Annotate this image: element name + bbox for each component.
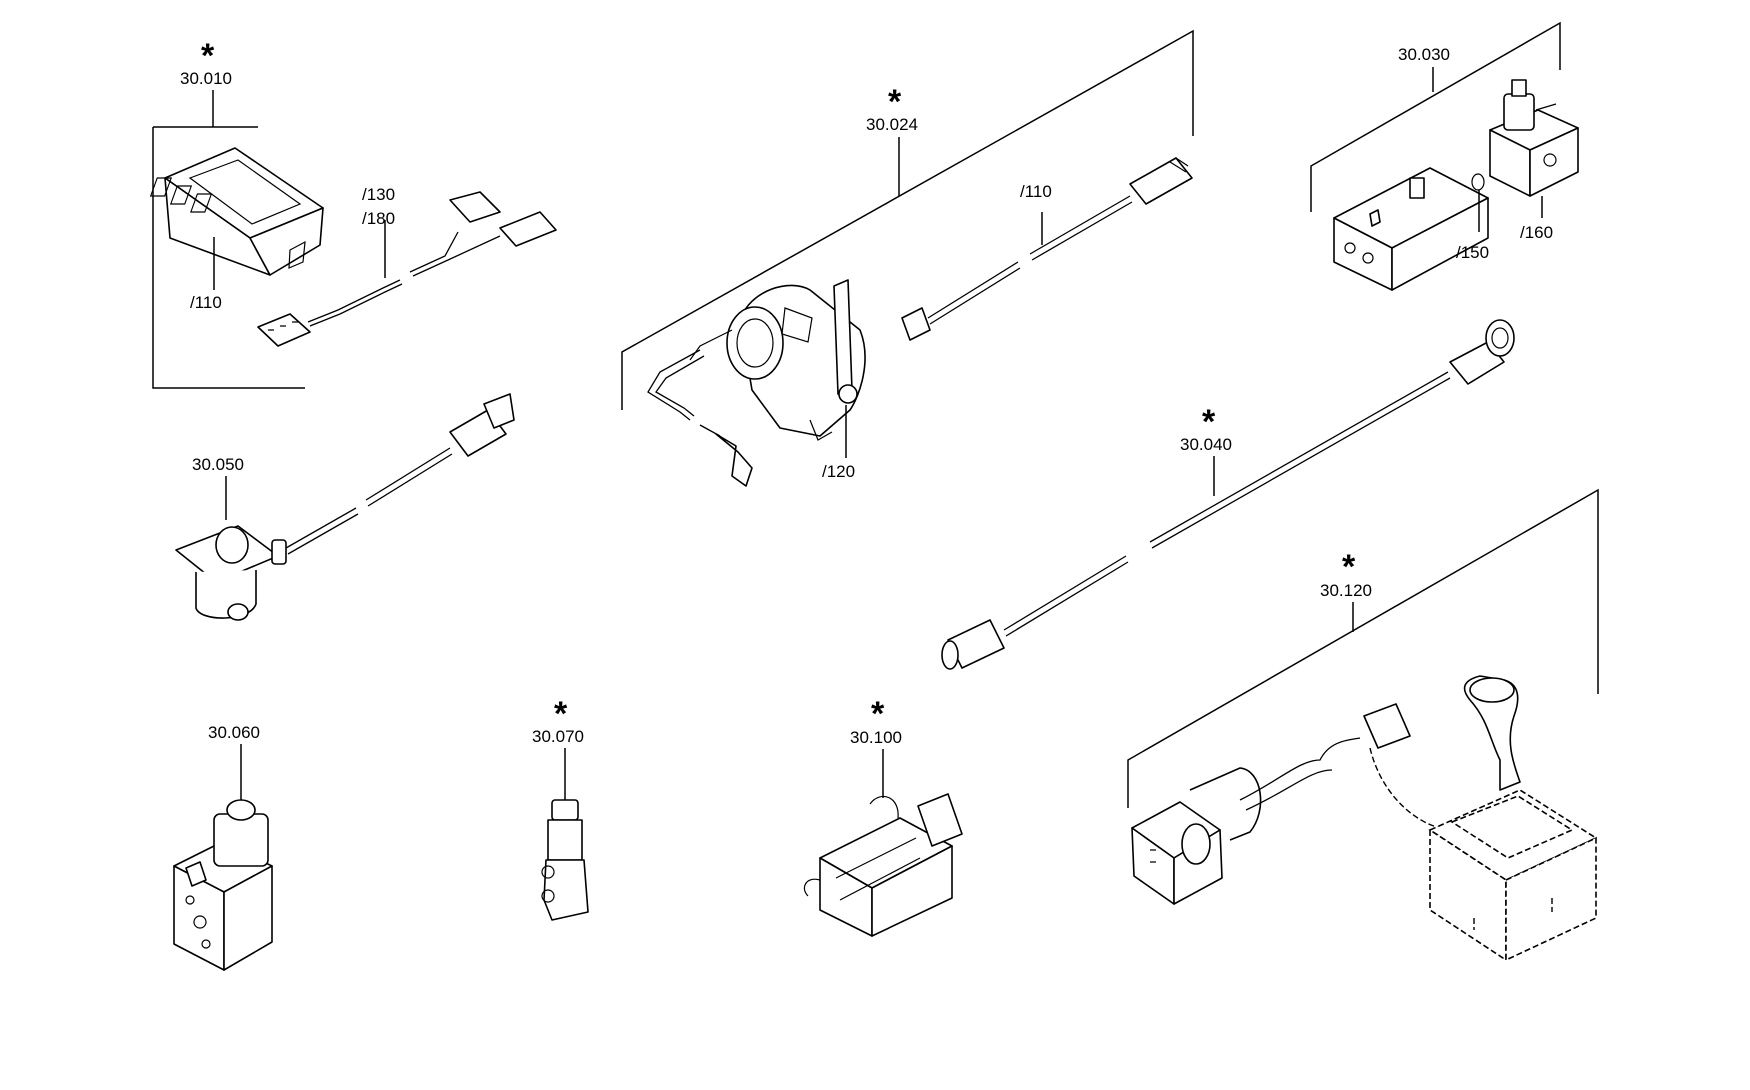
- group-30-070: * 30.070: [532, 695, 589, 921]
- selector-wiring: [1239, 703, 1441, 829]
- sensor-potentiometer: [689, 279, 866, 441]
- group-30-030: 30.030 /150 /160: [1310, 21, 1579, 291]
- bracket-30-120: [1127, 488, 1599, 808]
- cartridge-valve: [541, 799, 589, 921]
- label-160: /160: [1520, 223, 1553, 242]
- display-unit: [149, 147, 324, 276]
- label-30-040: 30.040: [1180, 435, 1232, 454]
- label-120: /120: [822, 462, 855, 481]
- label-180: /180: [362, 209, 395, 228]
- marker-30-100: *: [871, 695, 885, 733]
- marker-30-070: *: [554, 695, 568, 733]
- group-30-024: * 30.024 /120 /110: [621, 29, 1194, 487]
- solenoid-valve-30-060: [173, 799, 273, 971]
- label-30-100: 30.100: [850, 728, 902, 747]
- marker-30-040: *: [1202, 403, 1216, 441]
- valve-block: [1333, 167, 1489, 291]
- bracket-30-010: [152, 90, 305, 389]
- group-30-060: 30.060: [173, 723, 273, 971]
- solenoid-160: [1489, 79, 1579, 197]
- label-30-050: 30.050: [192, 455, 244, 474]
- label-150: /150: [1456, 243, 1489, 262]
- group-30-050: 30.050: [175, 393, 515, 621]
- o-ring-150: [1471, 173, 1485, 191]
- label-110a: /110: [190, 293, 222, 312]
- marker-30-024: *: [888, 83, 902, 121]
- potentiometer-cable: [647, 349, 753, 487]
- bracket-30-030: [1310, 21, 1561, 212]
- marker-30-010: *: [201, 37, 215, 75]
- label-110b: /110: [1020, 182, 1052, 201]
- label-30-120: 30.120: [1320, 581, 1372, 600]
- relay-block: [803, 793, 963, 937]
- group-30-040: * 30.040: [941, 319, 1515, 670]
- group-30-010: * 30.010 /110 /130 /180: [149, 37, 557, 389]
- speed-sensor-cable: [941, 319, 1515, 670]
- marker-30-120: *: [1342, 548, 1356, 586]
- pressure-switch: [175, 525, 287, 621]
- label-30-030: 30.030: [1398, 45, 1450, 64]
- harness-130-180: [257, 191, 557, 347]
- label-30-060: 30.060: [208, 723, 260, 742]
- label-30-024: 30.024: [866, 115, 918, 134]
- label-130: /130: [362, 185, 395, 204]
- group-30-120: * 30.120: [1127, 488, 1599, 962]
- selector-switch: [1131, 767, 1262, 905]
- label-30-070: 30.070: [532, 727, 584, 746]
- joystick: [1428, 675, 1598, 962]
- label-30-010: 30.010: [180, 69, 232, 88]
- bracket-30-024: [621, 29, 1194, 410]
- group-30-100: * 30.100: [803, 695, 963, 937]
- cable-110b: [901, 157, 1193, 341]
